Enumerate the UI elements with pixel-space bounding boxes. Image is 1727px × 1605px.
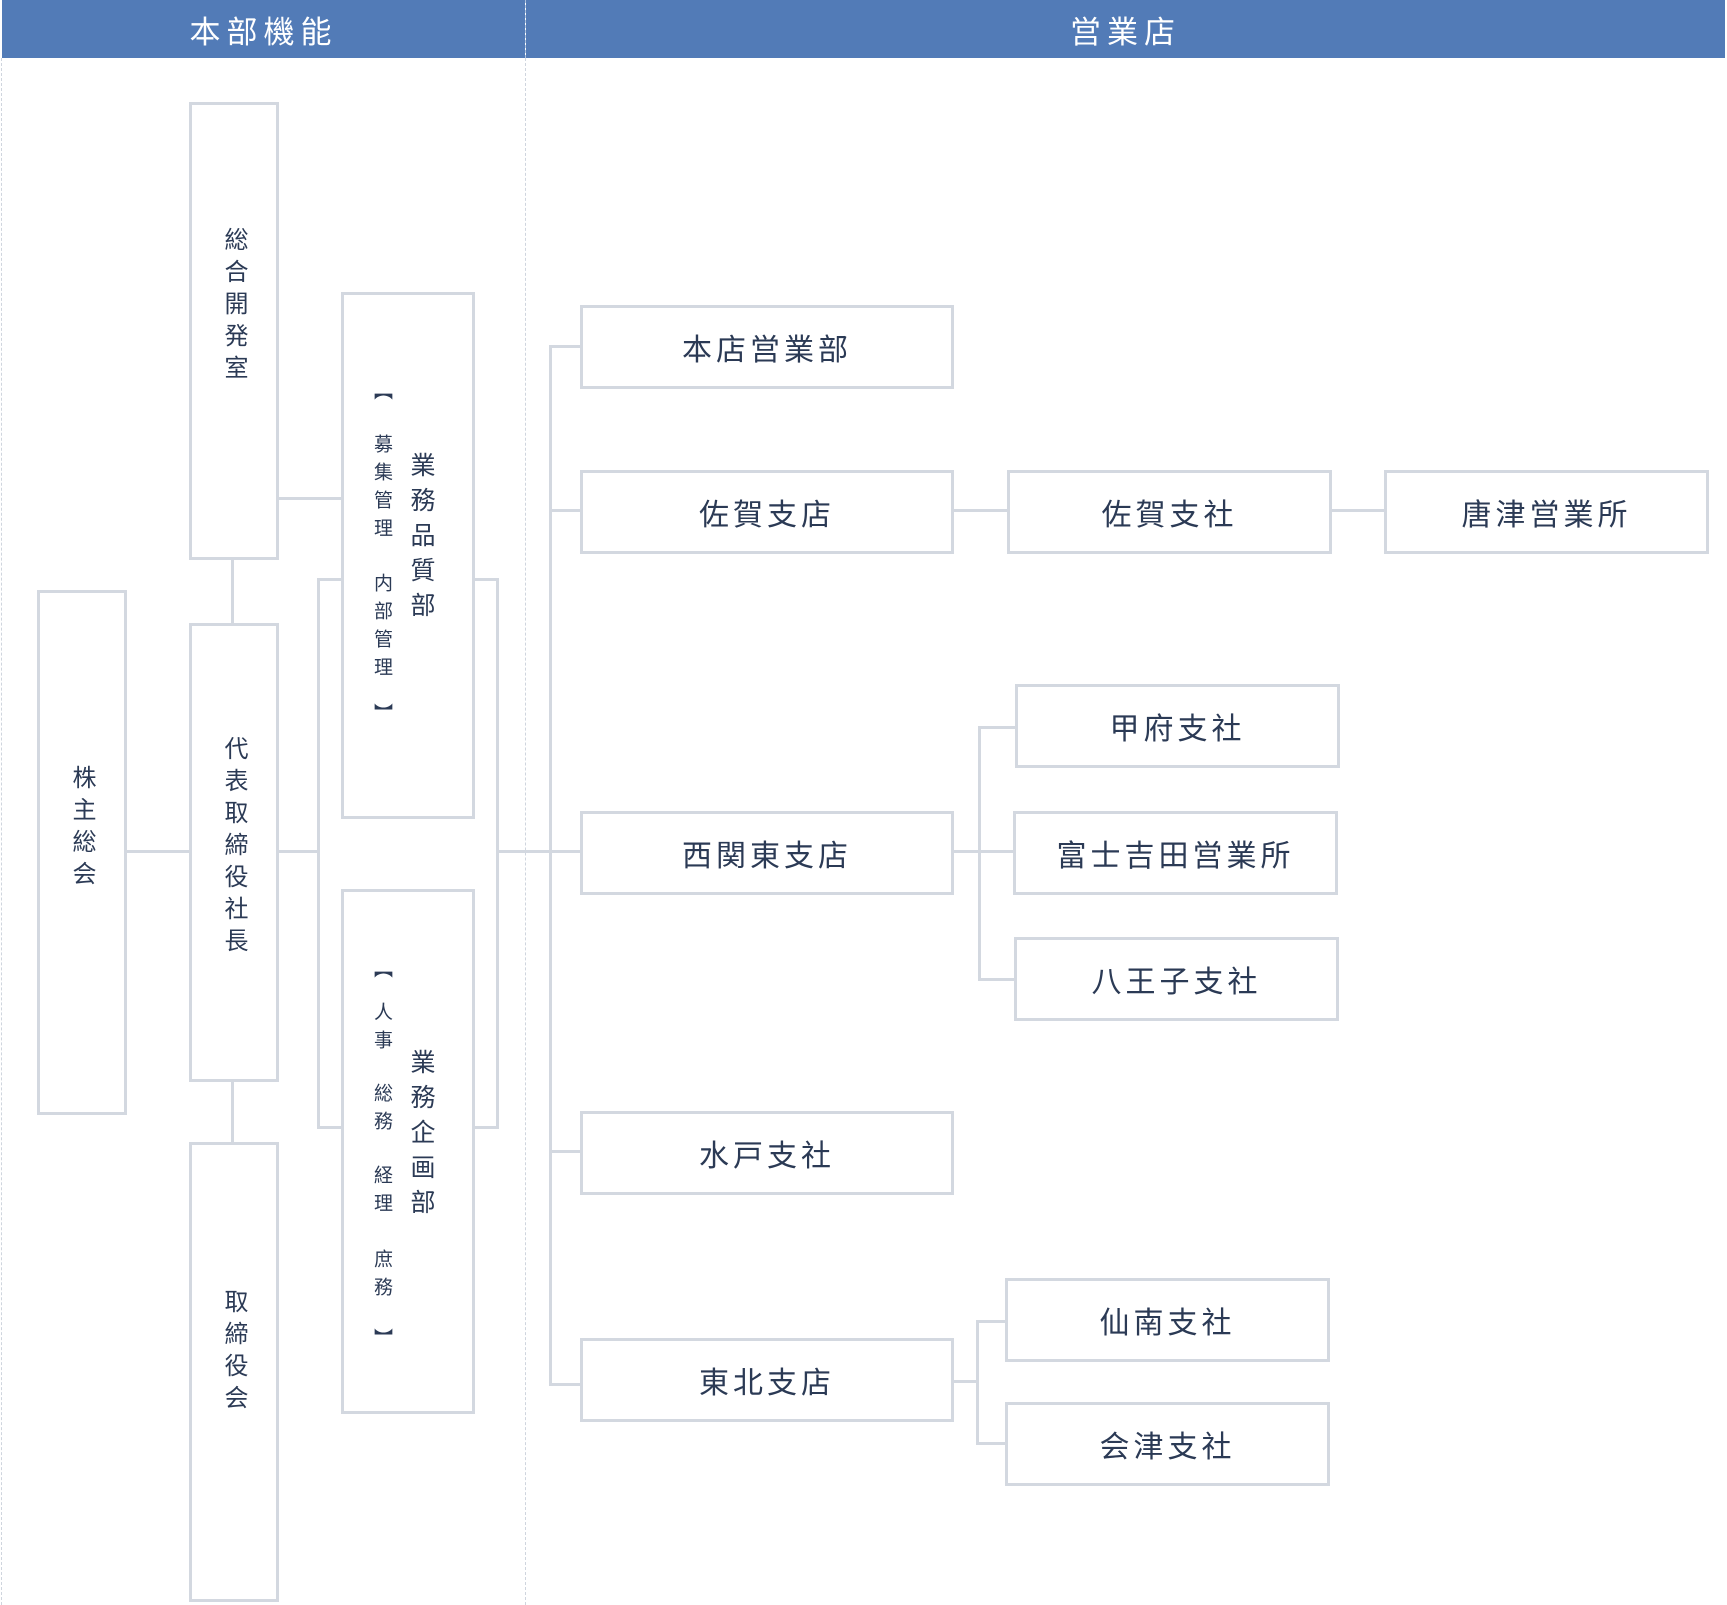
connector-trunk-honten: [549, 345, 582, 348]
mito-box: 水戸支社: [580, 1111, 954, 1195]
general-meeting-box: 株主総会: [37, 590, 127, 1115]
president-box: 代表取締役社長: [189, 623, 279, 1082]
tohoku-branch-box: 東北支店: [580, 1338, 954, 1422]
connector-saga-sagaoffice: [952, 509, 1009, 512]
connector-sagaoffice-karatsu: [1330, 509, 1386, 512]
karatsu-box: 唐津営業所: [1384, 470, 1709, 554]
general-development-label: 総合開発室: [220, 227, 248, 387]
president-label: 代表取締役社長: [220, 736, 248, 960]
kanto-vertical: [978, 726, 981, 981]
board-box: 取締役会: [189, 1142, 279, 1602]
connector-president-board: [231, 1082, 234, 1144]
right-bracket-vertical: [496, 578, 499, 1128]
quality-bracket-open: 【: [371, 381, 393, 400]
planning-duty-1: 人事: [371, 1002, 393, 1058]
quality-dept-box: 【 募集管理 内部管理 】 業務品質部: [341, 292, 475, 819]
section-dashed-divider: [525, 58, 526, 1605]
connector-kanto-stub: [952, 850, 980, 853]
connector-tohoku-sennan: [976, 1320, 1007, 1323]
general-meeting-label: 株主総会: [68, 765, 96, 893]
connector-trunk-tohoku: [549, 1383, 582, 1386]
header-headquarters: 本部機能: [2, 0, 525, 58]
header-divider: [525, 0, 526, 58]
hachioji-box: 八王子支社: [1014, 937, 1339, 1021]
planning-bracket-close: 】: [371, 1328, 393, 1347]
left-dashed-border: [1, 58, 2, 1605]
kofu-box: 甲府支社: [1015, 684, 1340, 768]
connector-kanto-fujiyoshida: [978, 850, 1015, 853]
quality-bracket-close: 】: [371, 703, 393, 722]
aizu-box: 会津支社: [1005, 1402, 1330, 1486]
connector-kanto-kofu: [978, 726, 1017, 729]
connector-trunk-saga: [549, 509, 582, 512]
honten-box: 本店営業部: [580, 305, 954, 389]
quality-duty-2: 内部管理: [371, 573, 393, 685]
board-label: 取締役会: [220, 1289, 248, 1417]
right-bracket-bottom: [474, 1126, 499, 1129]
connector-tohoku-stub: [952, 1380, 978, 1383]
planning-dept-box: 【 人事 総務 経理 庶務 】 業務企画部: [341, 889, 475, 1414]
tohoku-vertical: [976, 1320, 979, 1445]
quality-dept-name: 業務品質部: [407, 452, 436, 627]
sennan-box: 仙南支社: [1005, 1278, 1330, 1362]
right-bracket-top: [474, 578, 499, 581]
planning-duty-3: 経理: [371, 1165, 393, 1221]
left-bracket-vertical: [317, 578, 320, 1128]
connector-depts-branches: [498, 850, 582, 853]
left-bracket-bottom: [317, 1126, 343, 1129]
kanto-branch-box: 西関東支店: [580, 811, 954, 895]
fujiyoshida-box: 富士吉田営業所: [1013, 811, 1338, 895]
planning-dept-name: 業務企画部: [407, 1049, 436, 1224]
general-development-box: 総合開発室: [189, 102, 279, 560]
saga-branch-box: 佐賀支店: [580, 470, 954, 554]
connector-tohoku-aizu: [976, 1442, 1007, 1445]
header-branches: 営業店: [526, 0, 1725, 58]
planning-duty-2: 総務: [371, 1083, 393, 1139]
connector-president-depts: [279, 850, 319, 853]
branch-trunk: [549, 345, 552, 1386]
connector-development-quality: [279, 497, 343, 500]
connector-trunk-mito: [549, 1150, 582, 1153]
planning-bracket-open: 【: [371, 959, 393, 978]
left-bracket-top: [317, 578, 343, 581]
saga-office-box: 佐賀支社: [1007, 470, 1332, 554]
connector-meeting-president: [126, 850, 190, 853]
quality-duty-1: 募集管理: [371, 434, 393, 546]
planning-duty-4: 庶務: [371, 1249, 393, 1305]
connector-kanto-hachioji: [978, 978, 1016, 981]
connector-development-president: [231, 560, 234, 624]
